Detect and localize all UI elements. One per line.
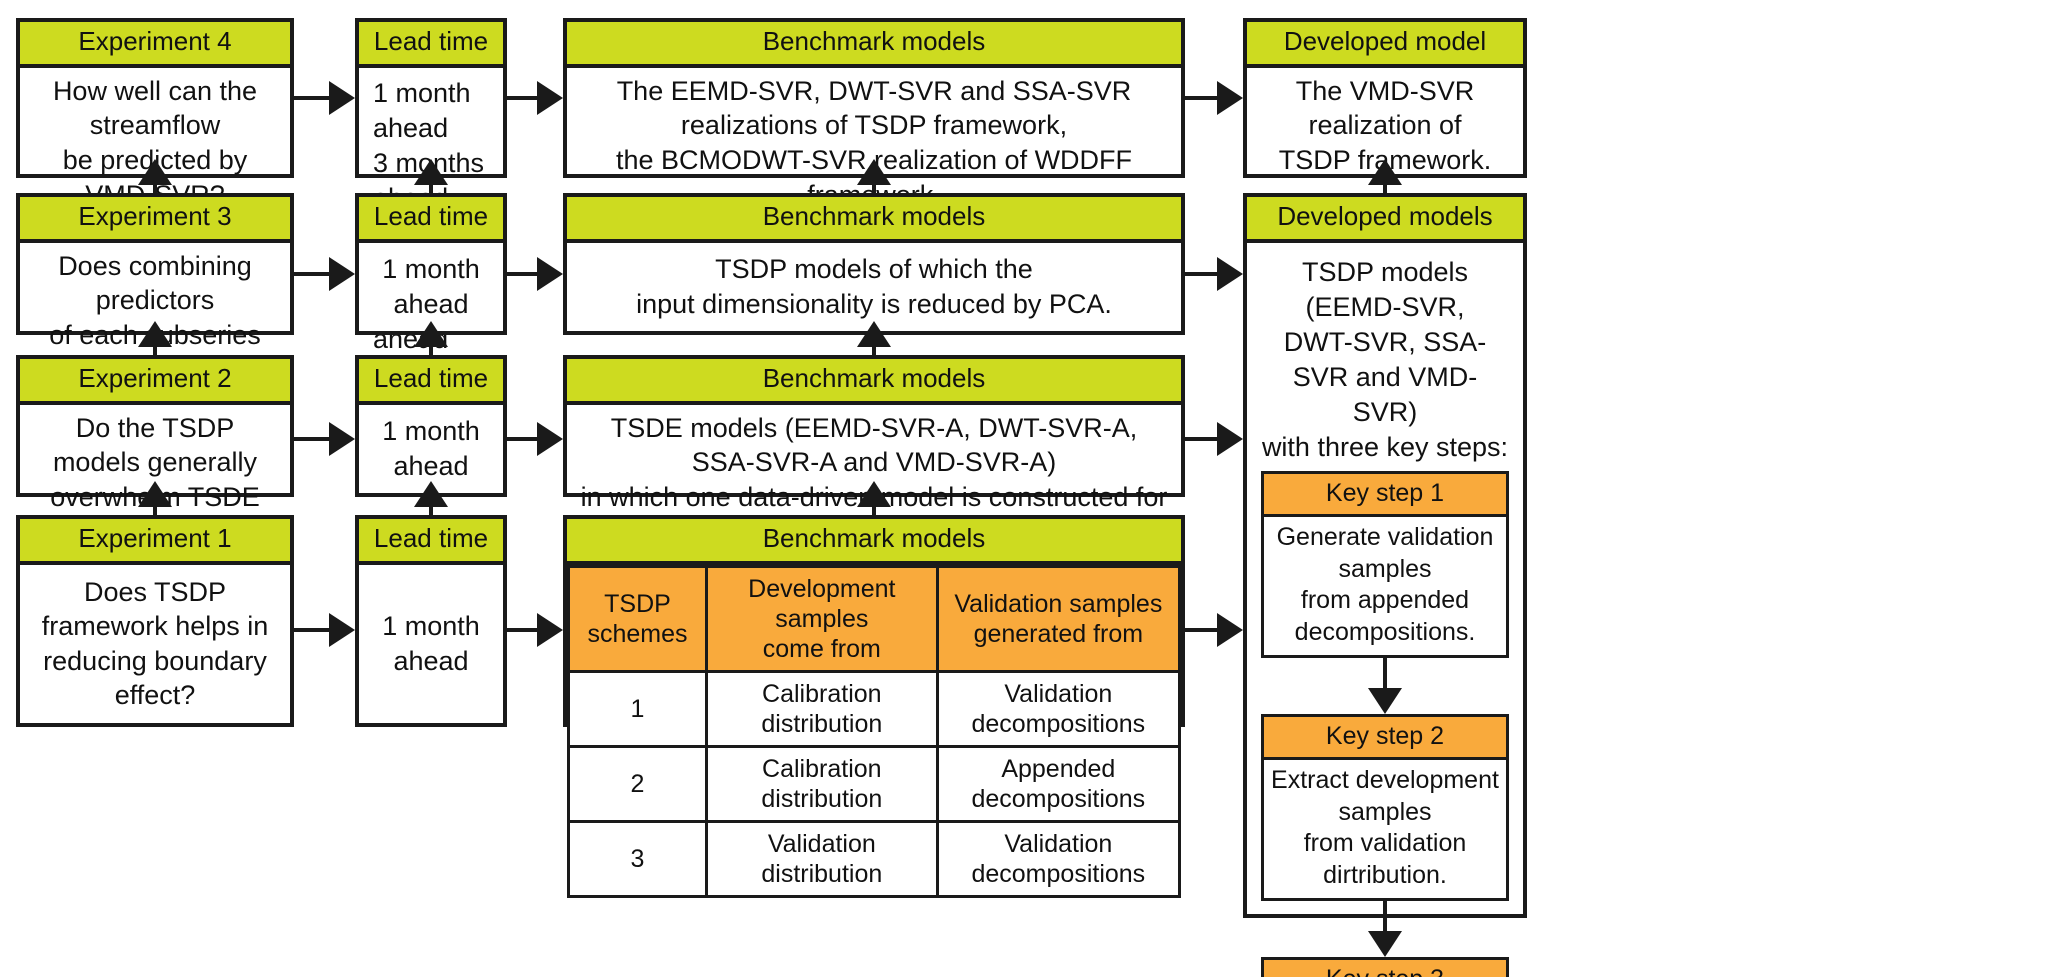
arrow-keystep1-to-keystep2 bbox=[1247, 658, 1523, 715]
experiment-4-box[interactable]: Experiment 4 How well can the streamflow… bbox=[16, 18, 294, 210]
cell-development-source: Calibration distribution bbox=[704, 669, 939, 748]
tsdp-schemes-table-wrap: TSDP schemes Development samples come fr… bbox=[567, 564, 1182, 898]
lead-time-1-box[interactable]: Lead time 1 month ahead bbox=[355, 515, 507, 727]
benchmark-models-3-body: TSDP models of which the input dimension… bbox=[636, 254, 1112, 319]
developed-models-box[interactable]: Developed models TSDP models (EEMD-SVR, … bbox=[1243, 193, 1527, 977]
experiment-4-header: Experiment 4 bbox=[20, 22, 290, 68]
lead-time-1-header: Lead time bbox=[359, 519, 503, 565]
benchmark-models-1-box[interactable]: Benchmark models TSDP schemes Developmen… bbox=[563, 515, 1185, 898]
benchmark-models-3-header: Benchmark models bbox=[567, 197, 1181, 243]
key-step-2-body: Extract development samples from validat… bbox=[1271, 766, 1499, 889]
cell-validation-source: Appended decompositions bbox=[935, 744, 1182, 823]
experiment-1-box[interactable]: Experiment 1 Does TSDP framework helps i… bbox=[16, 515, 294, 727]
cell-development-source: Calibration distribution bbox=[704, 744, 939, 823]
arrow-keystep2-to-keystep3 bbox=[1247, 901, 1523, 958]
benchmark-models-2-box[interactable]: Benchmark models TSDE models (EEMD-SVR-A… bbox=[563, 355, 1185, 547]
key-step-3-header: Key step 3 bbox=[1264, 960, 1506, 977]
table-row: 1 Calibration distribution Validation de… bbox=[567, 669, 1182, 748]
key-step-2-box[interactable]: Key step 2 Extract development samples f… bbox=[1261, 714, 1509, 902]
column-header-development-samples: Development samples come from bbox=[704, 564, 939, 673]
table-header-row: TSDP schemes Development samples come fr… bbox=[567, 564, 1182, 673]
experiment-1-header: Experiment 1 bbox=[20, 519, 290, 565]
lead-time-1-body: 1 month ahead bbox=[382, 611, 480, 676]
column-header-validation-samples: Validation samples generated from bbox=[935, 564, 1182, 673]
cell-scheme-number: 1 bbox=[567, 669, 708, 748]
developed-models-inner: TSDP models (EEMD-SVR, DWT-SVR, SSA-SVR … bbox=[1247, 243, 1523, 977]
experiment-2-box[interactable]: Experiment 2 Do the TSDP models generall… bbox=[16, 355, 294, 581]
cell-validation-source: Validation decompositions bbox=[935, 819, 1182, 898]
experiment-1-body: Does TSDP framework helps in reducing bo… bbox=[41, 576, 269, 711]
table-row: 3 Validation distribution Validation dec… bbox=[567, 819, 1182, 898]
column-header-tsdp-schemes: TSDP schemes bbox=[567, 564, 708, 673]
lead-time-3-box[interactable]: Lead time 1 month ahead bbox=[355, 193, 507, 335]
tsdp-schemes-table: TSDP schemes Development samples come fr… bbox=[567, 564, 1182, 898]
developed-model-4-body: The VMD-SVR realization of TSDP framewor… bbox=[1278, 75, 1492, 175]
cell-validation-source: Validation decompositions bbox=[935, 669, 1182, 748]
lead-time-2-box[interactable]: Lead time 1 month ahead bbox=[355, 355, 507, 497]
key-step-3-box[interactable]: Key step 3 Mix and shuffle the calibrati… bbox=[1261, 957, 1509, 977]
cell-development-source: Validation distribution bbox=[704, 819, 939, 898]
benchmark-models-4-header: Benchmark models bbox=[567, 22, 1181, 68]
lead-time-2-header: Lead time bbox=[359, 359, 503, 405]
developed-models-header: Developed models bbox=[1247, 197, 1523, 243]
lead-time-3-header: Lead time bbox=[359, 197, 503, 243]
benchmark-models-3-box[interactable]: Benchmark models TSDP models of which th… bbox=[563, 193, 1185, 335]
key-step-1-header: Key step 1 bbox=[1264, 474, 1506, 518]
cell-scheme-number: 3 bbox=[567, 819, 708, 898]
developed-model-4-box[interactable]: Developed model The VMD-SVR realization … bbox=[1243, 18, 1527, 178]
key-step-1-body: Generate validation samples from appende… bbox=[1276, 523, 1494, 646]
cell-scheme-number: 2 bbox=[567, 744, 708, 823]
benchmark-models-1-header: Benchmark models bbox=[567, 519, 1181, 565]
lead-time-3-body: 1 month ahead bbox=[382, 254, 480, 319]
benchmark-models-2-header: Benchmark models bbox=[567, 359, 1181, 405]
lead-time-4-box[interactable]: Lead time 1 month ahead 3 months ahead 5… bbox=[355, 18, 507, 354]
developed-model-4-header: Developed model bbox=[1247, 22, 1523, 68]
benchmark-models-4-box[interactable]: Benchmark models The EEMD-SVR, DWT-SVR a… bbox=[563, 18, 1185, 279]
lead-time-4-header: Lead time bbox=[359, 22, 503, 68]
experiment-2-header: Experiment 2 bbox=[20, 359, 290, 405]
developed-models-body: TSDP models (EEMD-SVR, DWT-SVR, SSA-SVR … bbox=[1247, 243, 1523, 977]
developed-models-description: TSDP models (EEMD-SVR, DWT-SVR, SSA-SVR … bbox=[1261, 256, 1509, 463]
experiment-3-header: Experiment 3 bbox=[20, 197, 290, 243]
table-row: 2 Calibration distribution Appended deco… bbox=[567, 744, 1182, 823]
experiment-3-box[interactable]: Experiment 3 Does combining predictors o… bbox=[16, 193, 294, 419]
lead-time-2-body: 1 month ahead bbox=[382, 416, 480, 481]
key-step-1-box[interactable]: Key step 1 Generate validation samples f… bbox=[1261, 471, 1509, 659]
key-step-2-header: Key step 2 bbox=[1264, 717, 1506, 761]
